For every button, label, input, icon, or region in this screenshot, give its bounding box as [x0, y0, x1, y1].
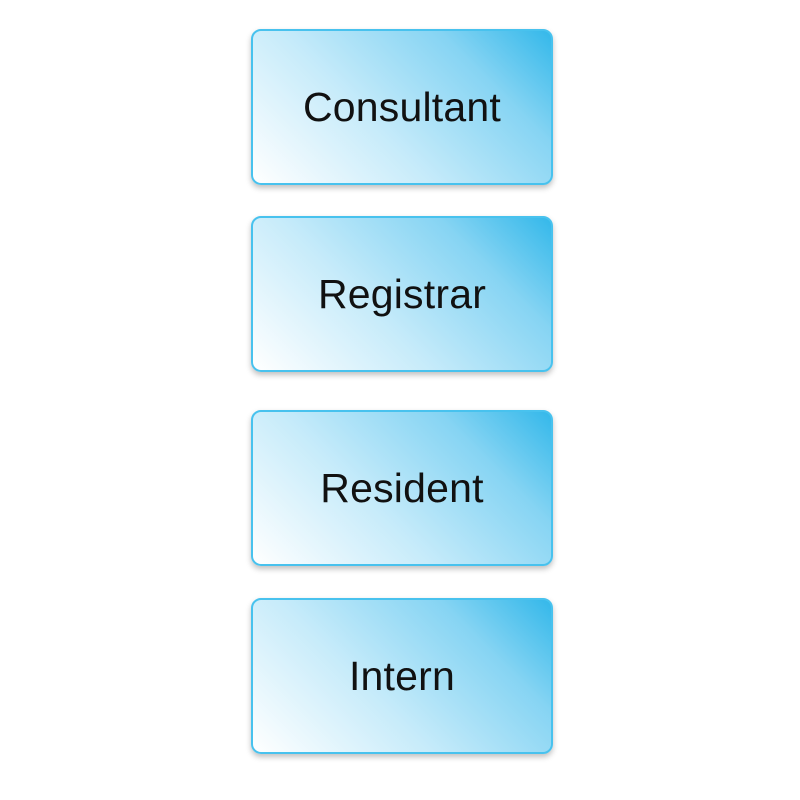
box-intern: Intern — [251, 598, 553, 754]
box-label-consultant: Consultant — [302, 83, 501, 130]
box-registrar: Registrar — [251, 216, 553, 372]
box-label-registrar: Registrar — [317, 270, 487, 317]
box-label-intern: Intern — [348, 652, 456, 699]
hierarchy-stack: Consultant Registrar Resident Intern — [251, 29, 553, 754]
box-consultant: Consultant — [251, 29, 553, 185]
box-label-resident: Resident — [320, 464, 484, 511]
box-resident: Resident — [251, 410, 553, 566]
